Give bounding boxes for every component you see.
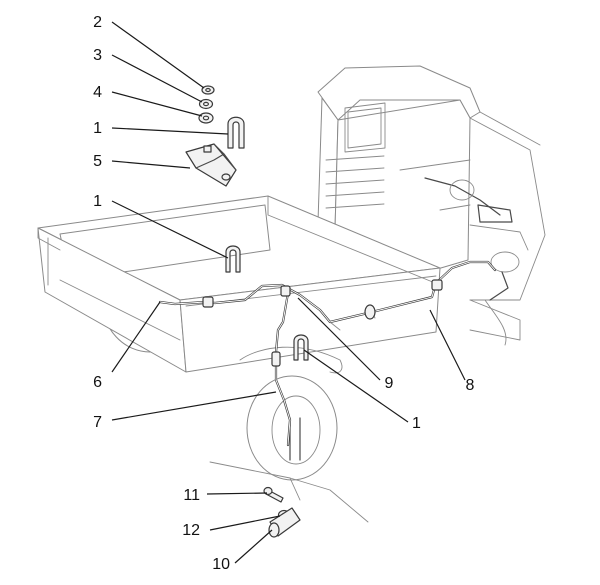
callout-labels: 2 3 4 1 5 1 6 7 9 8 1 11 12 10 [93,14,474,573]
callout-12: 12 [182,522,200,539]
callout-3: 3 [93,47,102,64]
leader-lines [111,21,466,564]
callout-8: 8 [466,377,475,394]
callout-11: 11 [183,487,200,504]
exploded-parts [185,85,309,538]
callout-4: 4 [93,84,102,101]
vehicle-cab [317,65,546,346]
front-wheel [209,346,369,523]
callout-2: 2 [93,14,102,31]
cargo-bed [37,195,441,373]
callout-9: 9 [385,375,394,392]
callout-1-bed-clamp: 1 [93,193,102,210]
callout-5: 5 [93,153,102,170]
brake-hoses [158,260,509,447]
callout-1-front-clamp: 1 [412,415,421,432]
callout-6: 6 [93,374,102,391]
callout-1-top-clamp: 1 [93,120,102,137]
callout-10: 10 [212,556,230,573]
callout-7: 7 [93,414,102,431]
